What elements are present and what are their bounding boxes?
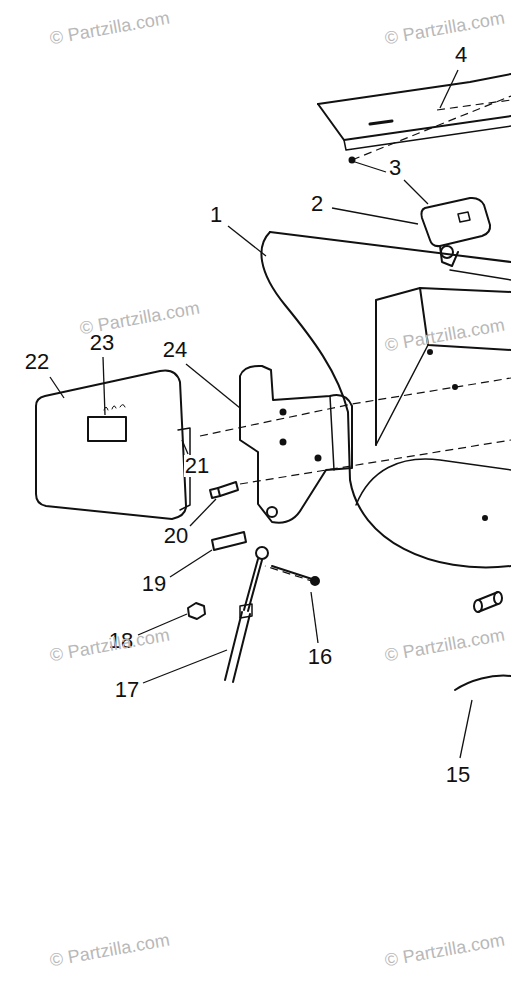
assembly-line — [437, 100, 511, 110]
watermark: © Partzilla.com — [383, 316, 506, 355]
switch-body — [421, 198, 490, 246]
callout-number: 19 — [141, 573, 167, 595]
hole — [483, 516, 487, 520]
decal-marking — [104, 405, 125, 411]
callout-number: 16 — [307, 646, 333, 668]
callout-number: 22 — [24, 351, 50, 373]
housing-outline — [261, 232, 511, 567]
housing-compartment — [376, 288, 511, 445]
plate-outline — [36, 370, 186, 519]
leader-line — [103, 357, 105, 415]
callout-number: 2 — [310, 193, 324, 215]
assembly-line — [352, 96, 511, 160]
callout-number: 4 — [454, 44, 468, 66]
cable-rod — [244, 559, 262, 611]
leader-line — [143, 650, 227, 683]
assembly-line — [265, 566, 315, 582]
callout-number: 17 — [114, 679, 140, 701]
watermark: © Partzilla.com — [49, 9, 172, 48]
hole — [428, 350, 432, 354]
watermark: © Partzilla.com — [383, 626, 506, 665]
nut — [188, 603, 205, 619]
leader-line — [182, 440, 188, 454]
callout-number: 20 — [163, 525, 189, 547]
leader-line — [460, 700, 472, 758]
leader-line — [404, 180, 428, 204]
screw — [218, 482, 238, 496]
callout-number: 24 — [162, 339, 188, 361]
pin — [212, 532, 246, 550]
panel-slot — [370, 121, 392, 124]
shell-stud — [474, 600, 482, 612]
shell-outline — [356, 459, 511, 505]
watermark: © Partzilla.com — [383, 931, 506, 970]
bracket-fold — [330, 396, 334, 470]
leader-line — [170, 550, 212, 577]
assembly-line — [240, 440, 511, 484]
leader-line — [190, 499, 216, 526]
hole — [316, 456, 321, 461]
leader-line — [332, 208, 418, 224]
switch-rocker — [458, 212, 470, 222]
switch-terminal — [441, 246, 453, 258]
leader-line — [50, 377, 64, 398]
leader-line — [186, 364, 240, 408]
hole — [267, 507, 277, 517]
housing-compartment — [376, 345, 428, 445]
shell-outline — [455, 676, 511, 690]
leader-line — [228, 226, 266, 256]
leader-line — [355, 162, 386, 172]
callout-number: 1 — [209, 204, 223, 226]
screw-head — [210, 488, 220, 498]
bracket-outline — [240, 366, 352, 523]
shell-stud — [494, 592, 502, 604]
callout-number: 21 — [184, 455, 210, 477]
housing-outline — [270, 232, 511, 262]
cable-eyelet — [256, 547, 268, 559]
housing-edge — [450, 270, 511, 280]
watermark: © Partzilla.com — [49, 931, 172, 970]
nut — [240, 604, 252, 618]
hole — [281, 410, 286, 415]
leader-line — [311, 592, 318, 643]
watermark: © Partzilla.com — [79, 299, 202, 338]
watermark: © Partzilla.com — [383, 9, 506, 48]
cable-sheath — [225, 612, 250, 682]
assembly-line — [200, 378, 511, 436]
hole — [281, 440, 286, 445]
callout-number: 3 — [388, 157, 402, 179]
clip-pin — [272, 566, 312, 579]
panel-outline — [318, 74, 511, 104]
decal — [88, 417, 126, 441]
leader-line — [440, 70, 458, 108]
callout-number: 15 — [445, 764, 471, 786]
